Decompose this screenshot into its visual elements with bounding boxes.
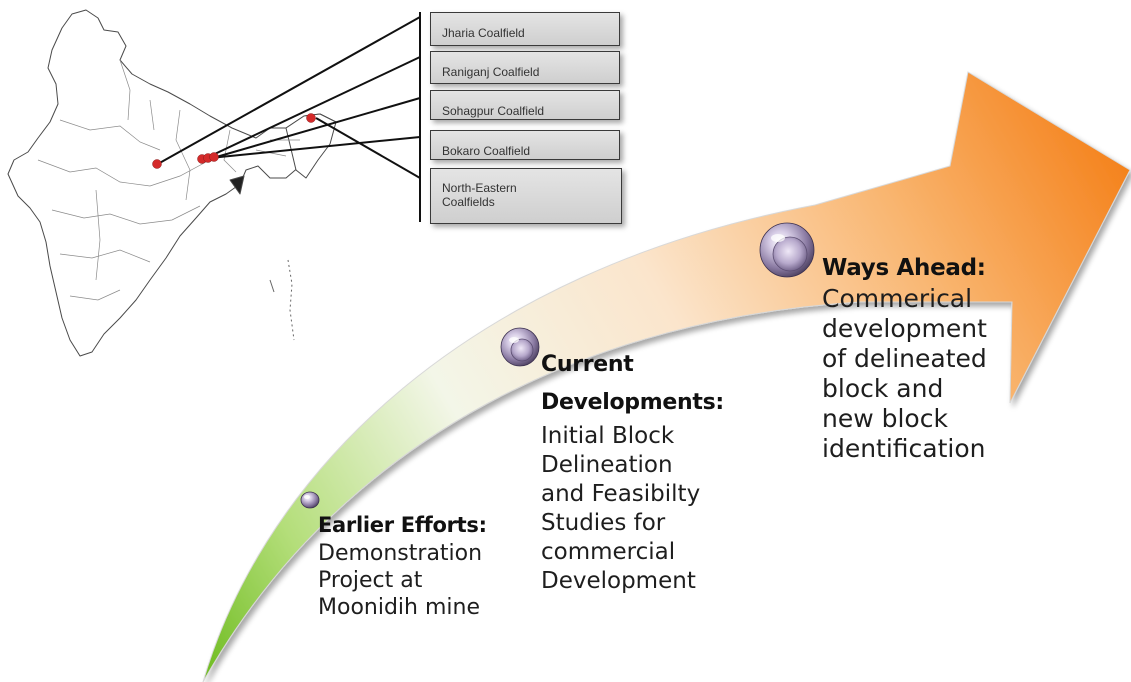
stage-description: Demonstration Project at Moonidih mine xyxy=(318,541,483,620)
coalfield-label-text: Jharia Coalfield xyxy=(442,26,525,40)
coalfield-label-north-eastern: North-Eastern Coalfields xyxy=(430,168,622,224)
coalfield-label-bokaro: Bokaro Coalfield xyxy=(430,130,620,160)
stage-bubbles xyxy=(300,222,815,509)
coalfield-label-text: Raniganj Coalfield xyxy=(442,65,540,79)
coalfield-label-raniganj: Raniganj Coalfield xyxy=(430,51,620,84)
coalfield-label-text: Sohagpur Coalfield xyxy=(442,104,545,118)
bubble-earlier-icon xyxy=(300,491,320,509)
stage-earlier-efforts: Earlier Efforts: Demonstration Project a… xyxy=(318,510,518,621)
coalfield-label-sohagpur: Sohagpur Coalfield xyxy=(430,90,620,120)
india-map xyxy=(7,9,337,357)
coalfield-label-text: Bokaro Coalfield xyxy=(442,144,531,158)
connector-lines xyxy=(155,12,421,222)
coalfield-label-jharia: Jharia Coalfield xyxy=(430,12,620,46)
stage-ways-ahead: Ways Ahead: Commerical development of de… xyxy=(822,252,1022,464)
stage-title: Earlier Efforts: xyxy=(318,513,487,537)
stage-current-developments: Current Developments: Initial Block Deli… xyxy=(541,346,781,596)
bubble-current-icon xyxy=(500,327,540,367)
growth-arrow xyxy=(202,71,1131,682)
marker-raniganj xyxy=(209,152,219,162)
marker-north-eastern xyxy=(306,113,316,123)
marker-sohagpur xyxy=(152,159,162,169)
state-borders xyxy=(37,59,300,301)
coalfield-label-text: North-Eastern Coalfields xyxy=(442,181,517,209)
stage-description: Initial Block Delineation and Feasibilty… xyxy=(541,423,701,594)
stage-description: Commerical development of delineated blo… xyxy=(822,284,987,463)
stage-title: Ways Ahead: xyxy=(822,255,986,281)
bubble-ahead-icon xyxy=(759,222,815,278)
stage-title: Current Developments: xyxy=(541,352,724,415)
coalfield-markers xyxy=(152,113,316,169)
